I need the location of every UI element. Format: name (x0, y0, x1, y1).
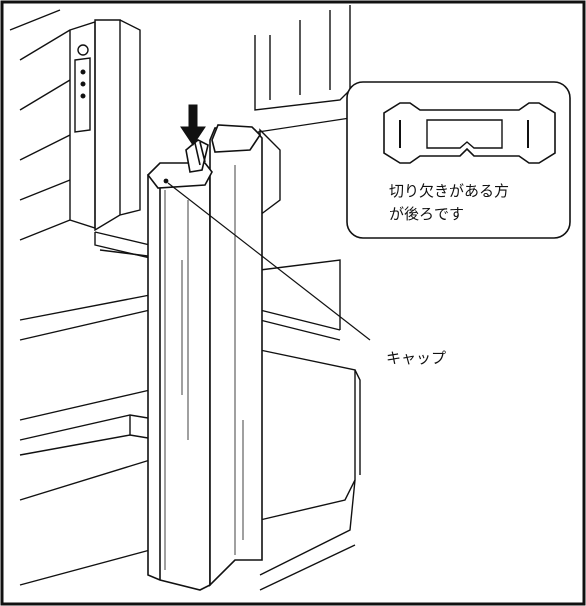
column-unit (146, 124, 263, 591)
power-button-icon (77, 44, 89, 56)
indicator-led-icon (80, 69, 86, 75)
cap-marker-dot (163, 178, 169, 184)
cap-label: キャップ (386, 349, 446, 367)
tower-unit (69, 21, 96, 229)
indicator-led-icon (80, 81, 86, 87)
callout-text-line2: が後ろです (389, 205, 464, 223)
callout-leader-line (257, 117, 351, 133)
indicator-led-icon (80, 93, 86, 99)
cap-notch-slot (426, 119, 503, 149)
down-arrow-icon (180, 104, 206, 146)
cap-leader-line (167, 182, 371, 341)
callout-text-line1: 切り欠きがある方 (389, 182, 509, 200)
